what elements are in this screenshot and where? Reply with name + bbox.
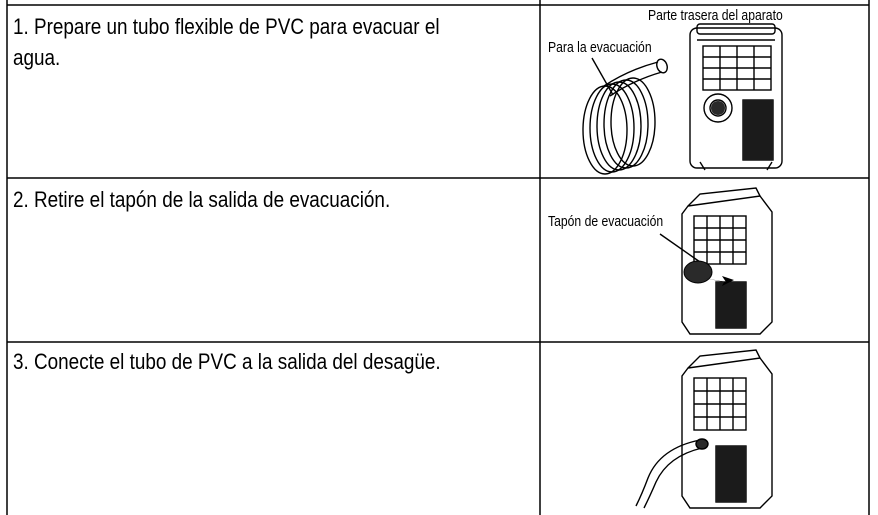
- step-2-text: 2. Retire el tapón de la salida de evacu…: [13, 187, 391, 212]
- step-1-text: 1. Prepare un tubo flexible de PVC para …: [13, 14, 440, 70]
- drain-plug-icon: [683, 260, 734, 286]
- coiled-hose-icon: [582, 57, 668, 175]
- caption-for-drainage: Para la evacuación: [548, 40, 652, 56]
- pvc-hose-icon: [635, 438, 709, 509]
- step-3-text: 3. Conecte el tubo de PVC a la salida de…: [13, 349, 441, 374]
- caption-drain-plug: Tapón de evacuación: [548, 214, 664, 230]
- caption-rear-of-unit: Parte trasera del aparato: [648, 8, 783, 24]
